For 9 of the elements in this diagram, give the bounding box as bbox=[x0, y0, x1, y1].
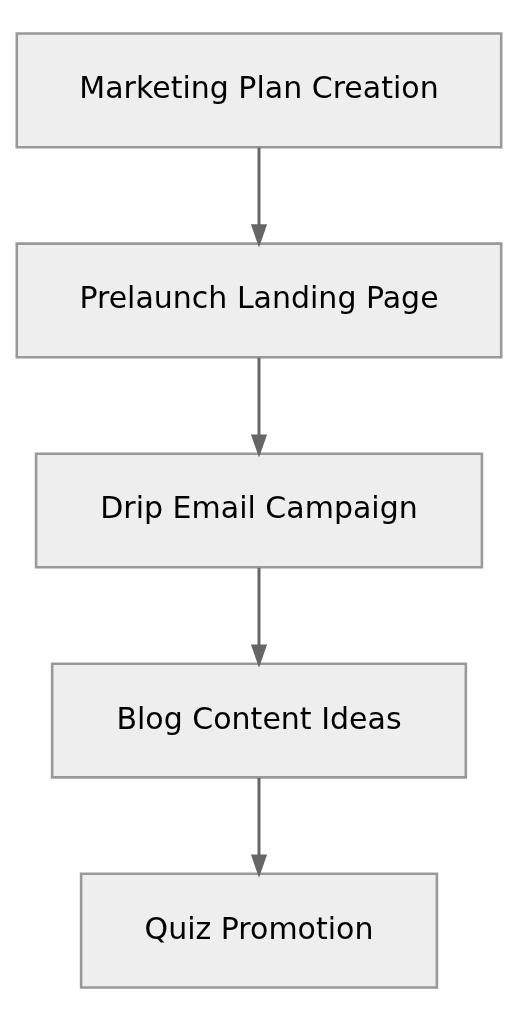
arrow bbox=[250, 147, 268, 248]
node-box: Prelaunch Landing Page bbox=[15, 241, 503, 359]
arrow bbox=[250, 777, 268, 878]
node-box: Marketing Plan Creation bbox=[15, 31, 503, 148]
arrow bbox=[250, 357, 268, 458]
node-box: Blog Content Ideas bbox=[50, 661, 468, 779]
arrow bbox=[250, 567, 268, 668]
node-box: Quiz Promotion bbox=[79, 872, 439, 989]
node-box: Drip Email Campaign bbox=[34, 451, 484, 569]
